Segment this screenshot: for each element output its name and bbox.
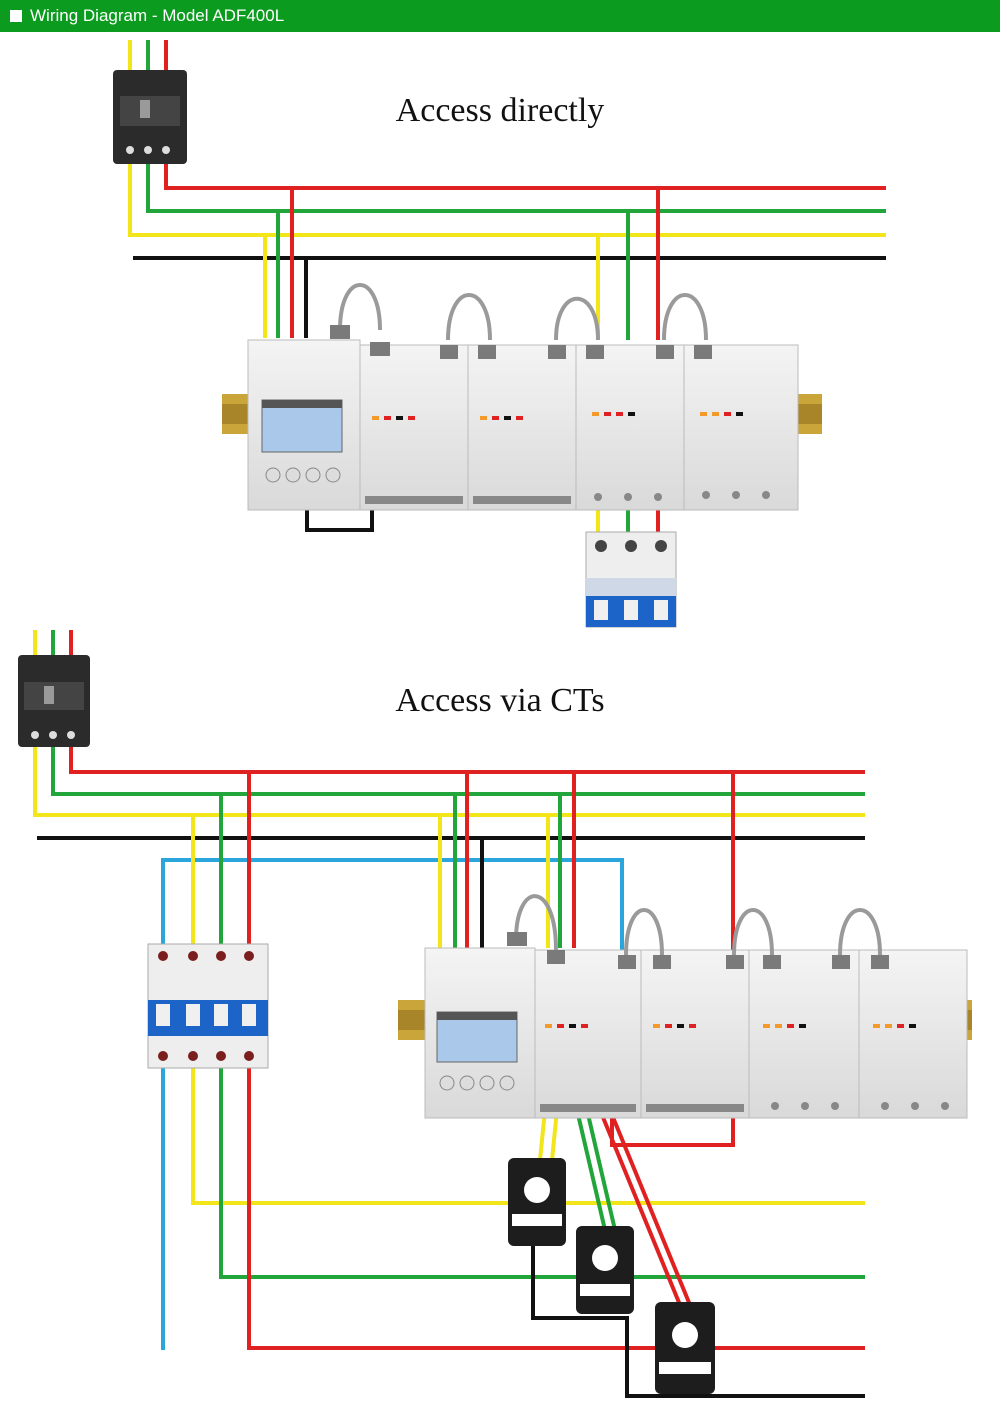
ct-sensor-icon [576, 1226, 634, 1314]
header-bar: Wiring Diagram - Model ADF400L [0, 0, 1000, 32]
ct-sensor-icon [508, 1158, 566, 1246]
direct-wiring [128, 40, 886, 540]
meter-group-ct [424, 894, 968, 1119]
mcb-3pole [585, 531, 677, 628]
breaker-icon-ct [18, 655, 90, 747]
section-title-cts: Access via CTs [395, 682, 605, 719]
section-title-direct: Access directly [395, 92, 605, 129]
square-icon [10, 10, 22, 22]
breaker-icon [113, 70, 187, 164]
meter-group-direct [247, 283, 799, 511]
ct-sensor-icon [655, 1302, 715, 1394]
mcb-4pole [147, 943, 269, 1069]
header-title: Wiring Diagram - Model ADF400L [30, 6, 285, 25]
ct-wiring [33, 630, 865, 1398]
